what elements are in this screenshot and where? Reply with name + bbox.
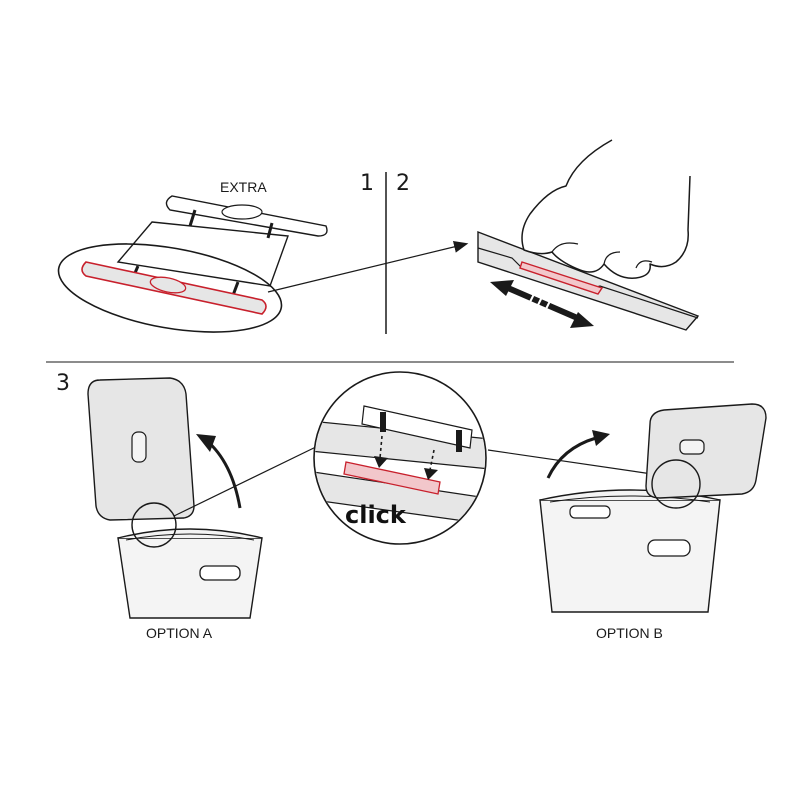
extra-handle-bar <box>165 195 328 237</box>
bin-a-body <box>117 537 263 619</box>
bin-b-lid <box>645 403 767 499</box>
click-label: click <box>345 501 407 529</box>
click-detail-zoom: click <box>313 371 487 545</box>
connector-arrow <box>267 240 469 293</box>
bin-b-body <box>539 499 721 613</box>
inserted-clip <box>519 261 604 295</box>
bin-a-handle <box>199 565 241 581</box>
step-number-3: 3 <box>56 371 70 396</box>
lid-rail <box>477 230 700 331</box>
option-a-bin: OPTION A <box>87 377 263 641</box>
hinge-circle-a <box>131 502 177 548</box>
option-b-bin: OPTION B <box>539 403 767 641</box>
slide-double-arrow <box>490 280 594 328</box>
open-arrow-b <box>546 436 597 479</box>
step-number-2: 2 <box>396 171 410 196</box>
detail-line-b <box>487 449 653 475</box>
clip-highlight-oval <box>57 243 283 333</box>
detail-line-a <box>173 443 323 517</box>
step2-rail-assembly <box>477 139 700 331</box>
bin-b-handle <box>647 539 691 557</box>
clip-strip <box>81 261 267 315</box>
option-a-label: OPTION A <box>146 625 213 641</box>
hinge-circle-b <box>651 459 701 509</box>
option-b-label: OPTION B <box>596 625 663 641</box>
step1-parts: EXTRA <box>57 179 328 333</box>
step-number-1: 1 <box>360 171 374 196</box>
extra-label: EXTRA <box>220 179 267 195</box>
